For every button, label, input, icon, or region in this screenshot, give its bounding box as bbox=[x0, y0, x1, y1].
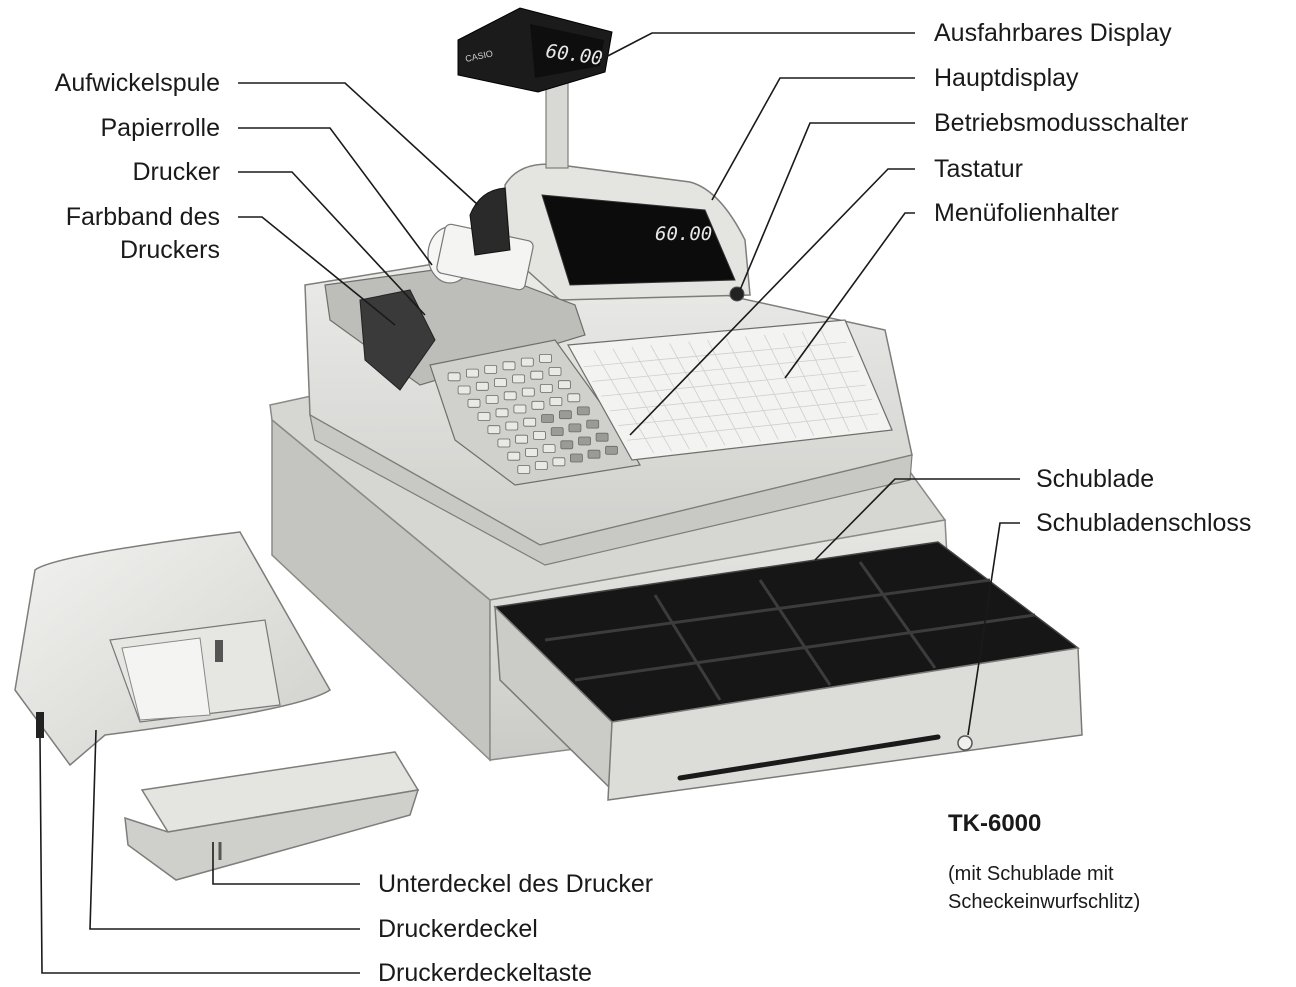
function-key bbox=[458, 386, 470, 394]
function-key bbox=[522, 388, 534, 396]
model-note: (mit Schublade mit Scheckeinwurfschlitz) bbox=[948, 860, 1140, 916]
label-hauptdisplay: Hauptdisplay bbox=[934, 63, 1079, 93]
label-drucker: Drucker bbox=[132, 157, 220, 187]
leader-ausfahrbares-display bbox=[600, 33, 915, 60]
function-key bbox=[508, 452, 520, 460]
function-key bbox=[503, 362, 515, 370]
function-key bbox=[476, 382, 488, 390]
function-key bbox=[506, 422, 518, 430]
function-key bbox=[577, 407, 589, 415]
label-betriebsmodusschalter: Betriebsmodusschalter bbox=[934, 108, 1188, 138]
function-key bbox=[569, 424, 581, 432]
pole-display: CASIO 60.00 bbox=[458, 8, 612, 168]
function-key bbox=[588, 450, 600, 458]
function-key bbox=[533, 431, 545, 439]
function-key bbox=[561, 441, 573, 449]
label-tastatur: Tastatur bbox=[934, 154, 1023, 184]
function-key bbox=[535, 462, 547, 470]
function-key bbox=[485, 365, 497, 373]
function-key bbox=[514, 405, 526, 413]
function-key bbox=[543, 445, 555, 453]
function-key bbox=[540, 354, 552, 362]
function-key bbox=[486, 396, 498, 404]
mode-switch bbox=[730, 287, 744, 301]
printer-under-cover bbox=[125, 752, 418, 880]
label-schublade: Schublade bbox=[1036, 464, 1154, 494]
function-key bbox=[466, 369, 478, 377]
label-ausfahrbares-display: Ausfahrbares Display bbox=[934, 18, 1172, 48]
function-key bbox=[596, 433, 608, 441]
leader-betriebsmodusschalter bbox=[740, 123, 915, 290]
function-key bbox=[498, 439, 510, 447]
printer-cover bbox=[15, 532, 330, 765]
function-key bbox=[496, 409, 508, 417]
function-key bbox=[521, 358, 533, 366]
function-key bbox=[526, 448, 538, 456]
function-key bbox=[532, 401, 544, 409]
function-key bbox=[549, 368, 561, 376]
function-key bbox=[531, 371, 543, 379]
leader-aufwickelspule bbox=[238, 83, 478, 205]
function-key bbox=[494, 379, 506, 387]
function-key bbox=[540, 384, 552, 392]
leader-papierrolle bbox=[238, 128, 432, 265]
function-key bbox=[488, 426, 500, 434]
function-key bbox=[559, 411, 571, 419]
function-key bbox=[448, 373, 460, 381]
label-aufwickelspule: Aufwickelspule bbox=[55, 68, 220, 98]
function-key bbox=[568, 394, 580, 402]
function-key bbox=[570, 454, 582, 462]
function-key bbox=[524, 418, 536, 426]
function-key bbox=[504, 392, 516, 400]
main-display-value: 60.00 bbox=[655, 223, 712, 245]
model-name: TK-6000 bbox=[948, 810, 1041, 838]
label-unterdeckel: Unterdeckel des Drucker bbox=[378, 869, 653, 899]
label-druckerdeckel: Druckerdeckel bbox=[378, 914, 538, 944]
function-key bbox=[513, 375, 525, 383]
label-menuefolienhalter: Menüfolienhalter bbox=[934, 198, 1119, 228]
function-key bbox=[551, 428, 563, 436]
leader-hauptdisplay bbox=[712, 78, 915, 200]
function-key bbox=[550, 398, 562, 406]
function-key bbox=[468, 399, 480, 407]
label-farbband-line2: Druckers bbox=[120, 235, 220, 265]
function-key bbox=[587, 420, 599, 428]
drawer-lock bbox=[958, 736, 972, 750]
function-key bbox=[606, 446, 618, 454]
model-note-line2: Scheckeinwurfschlitz) bbox=[948, 888, 1140, 916]
function-key bbox=[579, 437, 591, 445]
function-key bbox=[553, 458, 565, 466]
function-key bbox=[542, 415, 554, 423]
function-key bbox=[518, 466, 530, 474]
function-key bbox=[516, 435, 528, 443]
label-papierrolle: Papierrolle bbox=[100, 113, 220, 143]
label-schubladenschloss: Schubladenschloss bbox=[1036, 508, 1251, 538]
function-key bbox=[478, 413, 490, 421]
function-key bbox=[558, 381, 570, 389]
model-note-line1: (mit Schublade mit bbox=[948, 860, 1140, 888]
label-druckerdeckeltaste: Druckerdeckeltaste bbox=[378, 958, 592, 987]
label-farbband-line1: Farbband des bbox=[66, 202, 220, 232]
